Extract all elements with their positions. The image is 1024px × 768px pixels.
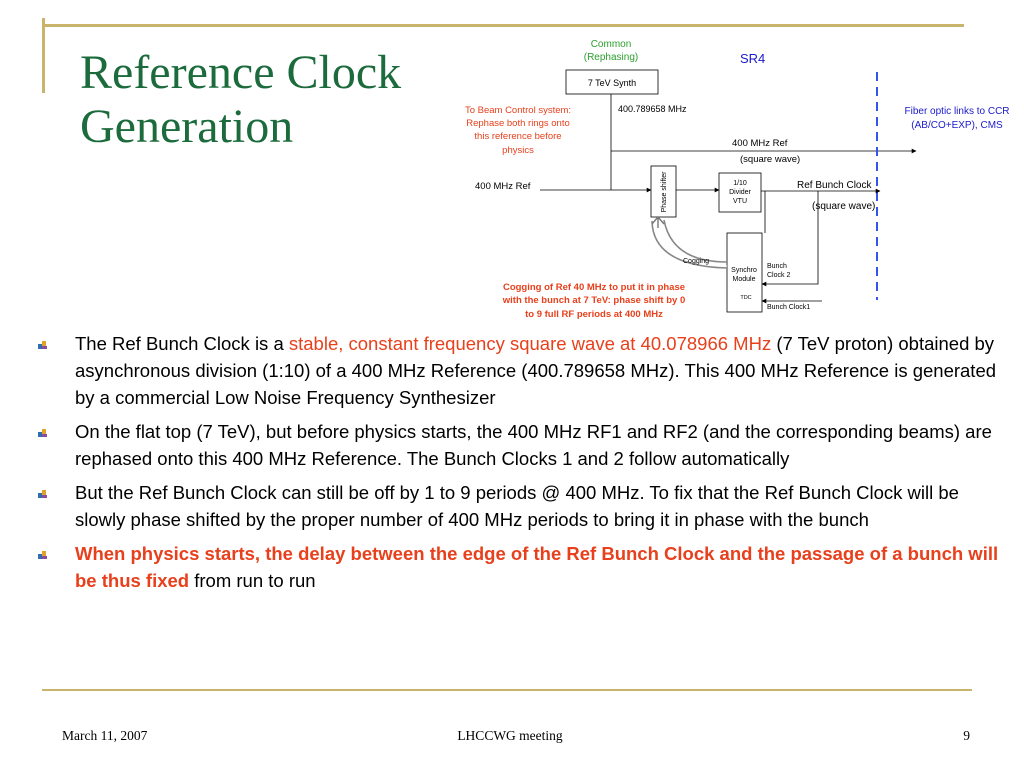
bullet-icon (38, 341, 48, 349)
svg-text:1/10: 1/10 (733, 180, 747, 187)
frame-bottom-rule (42, 689, 972, 691)
cogging-feedback (651, 215, 728, 269)
beam-control-note: To Beam Control system: Rephase both rin… (465, 105, 571, 156)
phase-shifter-label: Phase shifter (661, 171, 668, 213)
svg-text:physics: physics (502, 145, 534, 156)
common-label: Common (591, 39, 632, 50)
bullet-2-text: On the flat top (7 TeV), but before phys… (75, 421, 992, 469)
footer-meeting: LHCCWG meeting (457, 728, 563, 743)
svg-text:Clock 2: Clock 2 (767, 272, 790, 279)
fiber-optic-note: Fiber optic links to CCR (AB/CO+EXP), CM… (904, 106, 1009, 131)
slide-title-line-2: Generation (80, 100, 294, 153)
svg-text:to 9 full RF periods at 400 MH: to 9 full RF periods at 400 MHz (525, 309, 663, 320)
bullet-icon (38, 429, 48, 437)
bullet-item: The Ref Bunch Clock is a stable, constan… (36, 330, 1011, 411)
clock-generation-diagram: Common (Rephasing) SR4 7 TeV Synth 400.7… (465, 39, 1010, 320)
svg-text:Module: Module (733, 276, 756, 283)
svg-text:Rephase both rings onto: Rephase both rings onto (466, 118, 570, 129)
square-wave-label-1: (square wave) (740, 154, 800, 165)
svg-text:this reference before: this reference before (474, 131, 561, 142)
synth-label: 7 TeV Synth (588, 78, 636, 88)
svg-text:Cogging of Ref 40 MHz to put i: Cogging of Ref 40 MHz to put it in phase (503, 282, 685, 293)
svg-text:(AB/CO+EXP), CMS: (AB/CO+EXP), CMS (911, 120, 1003, 131)
ref400-left-label: 400 MHz Ref (475, 181, 531, 192)
bunch-clock-1-label: Bunch Clock1 (767, 304, 810, 311)
slide-title: Reference Clock Generation (80, 46, 480, 154)
sr4-label: SR4 (740, 51, 765, 66)
cogging-label: Cogging (683, 258, 709, 265)
bullet-4-emphasis: When physics starts, the delay between t… (75, 543, 999, 591)
svg-text:To Beam Control system:: To Beam Control system: (465, 105, 571, 116)
synth-box (565, 69, 659, 95)
svg-text:Fiber optic links to CCR: Fiber optic links to CCR (904, 106, 1009, 117)
ref400-label: 400 MHz Ref (732, 138, 788, 149)
bullet-1-text-end: (7 TeV proton) obtained by asynchronous … (75, 333, 997, 408)
bullet-icon (38, 490, 48, 498)
synth-frequency: 400.789658 MHz (618, 104, 687, 114)
bullet-item: But the Ref Bunch Clock can still be off… (36, 479, 1011, 533)
cogging-note: Cogging of Ref 40 MHz to put it in phase… (502, 282, 685, 320)
bullet-item: When physics starts, the delay between t… (36, 540, 1011, 594)
rephasing-label: (Rephasing) (584, 52, 638, 63)
svg-text:Divider: Divider (729, 189, 751, 196)
synchro-module-label: Synchro Module (731, 267, 757, 283)
footer-page-number: 9 (963, 728, 970, 743)
bullet-item: On the flat top (7 TeV), but before phys… (36, 418, 1011, 472)
bullet-icon (38, 551, 48, 559)
divider-box (718, 172, 762, 213)
bullet-3-text: But the Ref Bunch Clock can still be off… (75, 482, 959, 530)
ref-bunch-clock-label: Ref Bunch Clock (797, 180, 872, 191)
svg-text:Synchro: Synchro (731, 267, 757, 274)
bunch-clock-2-label: Bunch Clock 2 (767, 263, 790, 279)
synchro-module-box (726, 232, 763, 313)
svg-text:VTU: VTU (733, 198, 747, 205)
bunch-clock-2-line (761, 191, 819, 287)
svg-text:with the bunch at 7 TeV: phase: with the bunch at 7 TeV: phase shift by … (502, 295, 685, 306)
square-wave-label-2: (square wave) (812, 201, 875, 212)
frame-left-rule (42, 18, 45, 93)
footer-date: March 11, 2007 (62, 728, 148, 743)
bullet-4-text-end: from run to run (189, 570, 316, 591)
svg-text:Bunch: Bunch (767, 263, 787, 270)
frame-top-rule (42, 24, 964, 27)
bullet-1-highlight: stable, constant frequency square wave a… (288, 333, 772, 354)
slide-title-line-1: Reference Clock (80, 46, 402, 99)
divider-label: 1/10 Divider VTU (729, 180, 751, 205)
bullet-list: The Ref Bunch Clock is a stable, constan… (36, 330, 1011, 601)
phase-shifter-box (650, 165, 677, 218)
tdc-label: TDC (740, 295, 751, 301)
bullet-1-text: The Ref Bunch Clock is a (75, 333, 289, 354)
